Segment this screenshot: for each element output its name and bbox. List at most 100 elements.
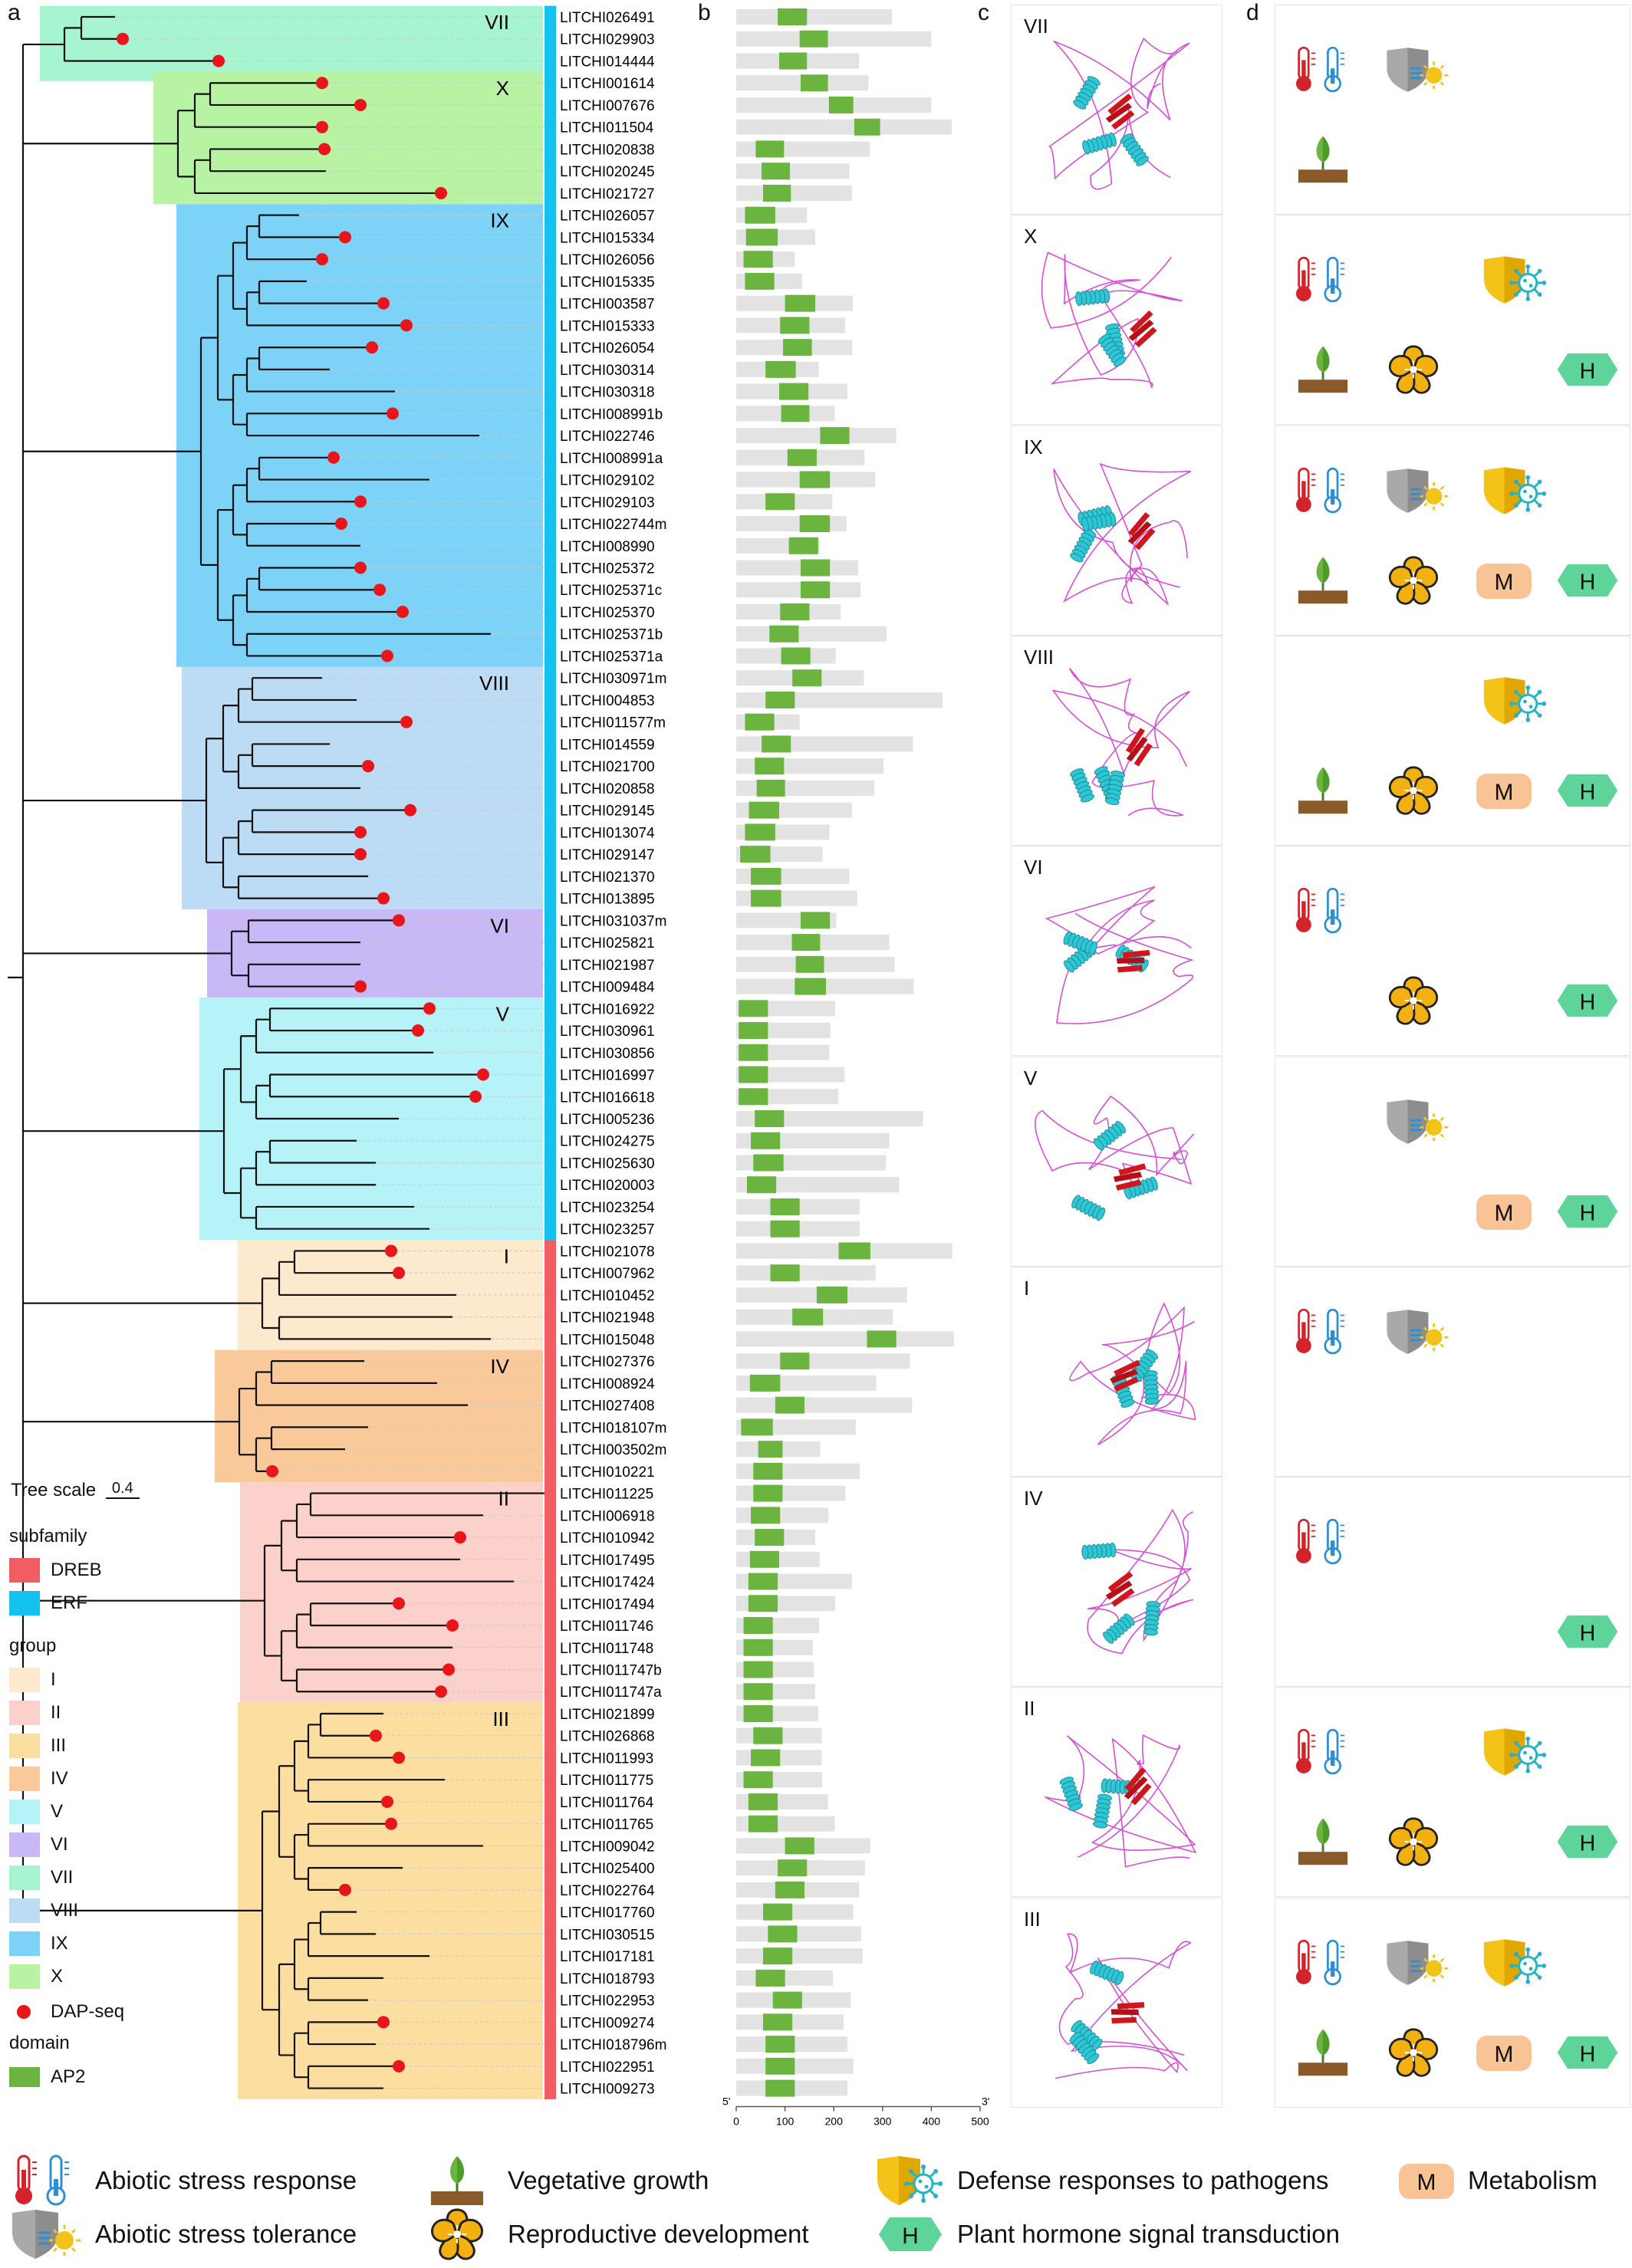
ap2-domain-bar	[781, 647, 811, 665]
protein-length-bar	[736, 9, 892, 25]
ap2-domain-bar	[791, 934, 821, 952]
shield-pathogen-icon	[874, 2153, 946, 2208]
dap-seq-dot	[469, 1090, 482, 1103]
ap2-domain-bar	[751, 889, 781, 907]
thermometer-icon	[1289, 1935, 1358, 1994]
ap2-domain-bar	[743, 1639, 773, 1656]
dap-seq-dot	[366, 341, 378, 354]
subfamily-bar-ERF	[545, 5, 556, 1241]
thermometer-icon	[1289, 42, 1358, 101]
ap2-domain-bar	[795, 955, 824, 973]
dap-seq-dot	[381, 649, 393, 662]
dap-seq-dot	[393, 1751, 405, 1764]
dap-seq-dot	[454, 1531, 466, 1544]
gene-label: LITCHI005236	[560, 1112, 655, 1128]
legend-label: Metabolism	[1468, 2166, 1597, 2194]
ap2-domain-bar	[755, 1110, 785, 1127]
gene-label: LITCHI027408	[560, 1399, 655, 1415]
dap-seq-dot	[316, 120, 328, 133]
svg-text:H: H	[902, 2224, 919, 2249]
flower-icon	[1387, 553, 1440, 612]
function-panel-VIII: M H	[1275, 635, 1630, 846]
protein-length-bar	[736, 1331, 954, 1347]
ap2-domain-bar	[765, 691, 795, 708]
ap2-domain-bar	[800, 74, 828, 92]
structure-panel-label: VI	[1024, 856, 1043, 879]
gene-label: LITCHI023257	[560, 1222, 655, 1238]
ap2-domain-bar	[751, 1132, 781, 1149]
legend-dap-seq: DAP-seq	[9, 1995, 124, 2028]
gene-label: LITCHI021370	[560, 869, 655, 886]
gene-label: LITCHI016618	[560, 1090, 655, 1106]
svg-text:M: M	[1495, 570, 1514, 595]
gene-label: LITCHI030856	[560, 1046, 655, 1062]
ap2-domain-bar	[749, 801, 779, 819]
protein-length-bar	[736, 1265, 876, 1281]
axis-start-label: 5'	[722, 2095, 730, 2108]
legend-label: I	[51, 1668, 56, 1690]
structure-panel-label: VIII	[1024, 645, 1055, 669]
legend-label: VI	[51, 1833, 68, 1855]
protein-structure-image	[1069, 1301, 1196, 1445]
group-band-extension	[40, 61, 153, 81]
dap-seq-dot	[387, 407, 399, 420]
dap-seq-dot	[370, 1729, 382, 1742]
sprout-icon	[1297, 2025, 1349, 2084]
ap2-domain-bar	[820, 427, 850, 445]
thermometer-icon	[1289, 1514, 1358, 1573]
dap-seq-dot	[354, 561, 367, 574]
legend-swatch	[9, 1865, 40, 1890]
dap-seq-dot	[354, 980, 367, 993]
dap-seq-dot	[377, 2016, 390, 2029]
gene-label: LITCHI014444	[560, 54, 655, 70]
legend-swatch	[9, 2066, 40, 2087]
ap2-domain-bar	[755, 1969, 785, 1987]
legend-label: II	[51, 1701, 61, 1723]
ap2-domain-bar	[753, 1462, 783, 1480]
protein-length-bar	[736, 1485, 846, 1501]
dap-seq-dot	[354, 495, 367, 508]
gene-label: LITCHI020245	[560, 164, 655, 180]
protein-length-bar	[736, 626, 887, 642]
domain-legend-title: domain	[9, 2033, 70, 2053]
flower-icon	[1387, 763, 1440, 822]
protein-length-bar	[736, 119, 953, 135]
function-panel-III: M H	[1275, 1897, 1630, 2108]
gene-label: LITCHI011225	[560, 1487, 653, 1503]
protein-length-bar	[736, 1948, 863, 1964]
protein-length-bar	[736, 428, 897, 444]
gene-label: LITCHI018796m	[560, 2037, 666, 2053]
legend-label: DREB	[51, 1559, 102, 1580]
ap2-domain-bar	[854, 118, 880, 136]
shield-sun-icon	[8, 2207, 84, 2262]
legend-label: IV	[51, 1767, 68, 1789]
gene-label: LITCHI010221	[560, 1464, 655, 1481]
protein-length-bar	[736, 2058, 854, 2074]
ap2-domain-bar	[792, 1308, 824, 1326]
ap2-domain-bar	[768, 1925, 798, 1943]
tree-scale-label: Tree scale	[11, 1480, 97, 1500]
panel-letter-d: d	[1246, 0, 1259, 25]
dap-seq-dot	[354, 826, 367, 839]
legend-label: X	[51, 1965, 64, 1987]
group-label-V: V	[496, 1002, 510, 1025]
function-legend: Abiotic stress response Abiotic stress t…	[0, 2139, 1632, 2262]
protein-structure-image	[1045, 1734, 1197, 1869]
gene-label: LITCHI025630	[560, 1155, 655, 1172]
dap-seq-dot-icon	[17, 2004, 31, 2019]
metabolism-m-icon: M	[1473, 553, 1535, 612]
svg-text:M: M	[1495, 780, 1514, 805]
ap2-domain-bar	[780, 317, 810, 334]
hormone-h-icon: H	[1553, 1604, 1622, 1663]
ap2-domain-bar	[741, 1418, 773, 1436]
gene-label: LITCHI020003	[560, 1178, 655, 1194]
shield-pathogen-icon	[1481, 463, 1550, 522]
svg-text:H: H	[1580, 1201, 1596, 1225]
dap-seq-dot	[423, 1002, 436, 1015]
gene-label: LITCHI011577m	[560, 715, 666, 731]
structure-panel-VI: VI	[1011, 846, 1222, 1057]
protein-length-bar	[736, 1397, 912, 1413]
ap2-domain-bar	[749, 1374, 781, 1392]
thermometer-icon	[1289, 1724, 1358, 1783]
gene-label: LITCHI006918	[560, 1508, 655, 1524]
